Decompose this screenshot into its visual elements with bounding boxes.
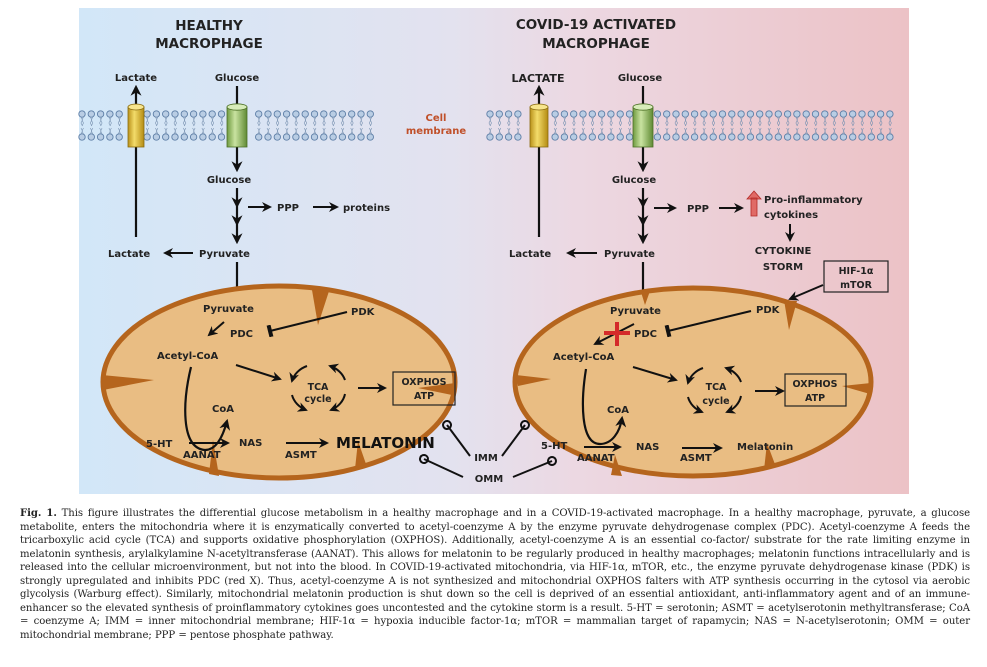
healthy-serotonin-label: 5-HT: [146, 439, 172, 450]
covid-cytokines-label: Pro-inflammatory: [764, 195, 863, 206]
caption-label: Fig. 1.: [20, 508, 57, 519]
covid-ppp-label: PPP: [687, 204, 709, 215]
healthy-mito-pathway: Pyruvate PDK PDC Acetyl-CoA TCA cycle OX…: [146, 304, 456, 461]
covid-glucose-channel-icon: [632, 103, 654, 148]
covid-tca-label: TCA: [706, 382, 727, 393]
up-arrow-icon: [746, 190, 762, 217]
healthy-melatonin-label: MELATONIN: [336, 434, 435, 452]
healthy-nas-label: NAS: [239, 438, 262, 449]
omm-label: OMM: [475, 474, 503, 485]
covid-serotonin-label: 5-HT: [541, 441, 567, 452]
covid-glucose-out-label: Glucose: [618, 73, 663, 84]
healthy-mito-pdk: PDK: [351, 307, 376, 318]
covid-melatonin-label: Melatonin: [737, 442, 793, 453]
covid-title: COVID-19 ACTIVATED: [516, 17, 676, 33]
covid-lactate-out-label: LACTATE: [512, 72, 565, 85]
covid-glucose-in-label: Glucose: [612, 175, 657, 186]
covid-coa-label: CoA: [607, 405, 629, 416]
covid-oxphos-box: [784, 373, 847, 407]
healthy-ppp-label: PPP: [277, 203, 299, 214]
covid-asmt-label: ASMT: [680, 453, 712, 464]
lactate-channel-icon: [127, 103, 145, 148]
covid-oxphos-label: OXPHOS: [793, 379, 838, 390]
covid-title-2: MACROPHAGE: [542, 36, 650, 52]
covid-macrophage-panel: COVID-19 ACTIVATED MACROPHAGE LACTATE Gl…: [509, 17, 889, 303]
covid-mito-pyruvate: Pyruvate: [610, 306, 661, 317]
glucose-channel-icon: [226, 103, 248, 148]
imm-label: IMM: [474, 453, 498, 464]
healthy-aanat-label: AANAT: [183, 450, 221, 461]
healthy-glucose-out-label: Glucose: [215, 73, 260, 84]
figure-diagram: HEALTHY MACROPHAGE Lactate Glucose Gluco…: [78, 8, 909, 494]
healthy-oxphos-label: OXPHOS: [402, 377, 447, 388]
covid-lactate-in-label: Lactate: [509, 249, 551, 260]
hif-label: HIF-1α: [839, 266, 874, 277]
covid-atp-label: ATP: [805, 393, 825, 404]
covid-mito-acetyl-coa: Acetyl-CoA: [553, 352, 615, 363]
healthy-tca-label: TCA: [308, 382, 329, 393]
covid-cytokines-label-2: cytokines: [764, 210, 818, 221]
covid-lactate-channel-icon: [529, 103, 549, 148]
healthy-mito-pdc: PDC: [230, 329, 253, 340]
mtor-label: mTOR: [840, 280, 872, 291]
covid-tca-cycle-icon: [685, 365, 742, 414]
figure-caption: Fig. 1. This figure illustrates the diff…: [20, 507, 970, 642]
healthy-asmt-label: ASMT: [285, 450, 317, 461]
covid-tca-cycle-label: cycle: [702, 396, 729, 407]
healthy-macrophage-panel: HEALTHY MACROPHAGE Lactate Glucose Gluco…: [108, 18, 390, 301]
healthy-coa-label: CoA: [212, 404, 234, 415]
healthy-lactate-in-label: Lactate: [108, 249, 150, 260]
healthy-tca-cycle-icon: [289, 363, 346, 412]
healthy-title: HEALTHY: [175, 18, 243, 34]
covid-nas-label: NAS: [636, 442, 659, 453]
healthy-lactate-out-label: Lactate: [115, 73, 157, 84]
healthy-tca-cycle-label: cycle: [304, 394, 331, 405]
inhibition-x-icon: [604, 322, 630, 346]
hif-mtor-box: [823, 260, 889, 293]
cell-membrane-label-2: membrane: [406, 126, 467, 137]
covid-mito-pathway: Pyruvate PDK PDC Acetyl-CoA TCA cycle OX…: [541, 305, 847, 464]
healthy-mito-pyruvate: Pyruvate: [203, 304, 254, 315]
healthy-title-2: MACROPHAGE: [155, 36, 263, 52]
covid-mito-pdk: PDK: [756, 305, 781, 316]
healthy-mitochondrion: [100, 283, 458, 481]
covid-cytokine-storm-label-2: STORM: [763, 262, 803, 273]
covid-cytokine-storm-label: CYTOKINE: [755, 246, 812, 257]
covid-mito-pdc: PDC: [634, 329, 657, 340]
healthy-pyruvate-label: Pyruvate: [199, 249, 250, 260]
healthy-oxphos-box: [392, 371, 456, 406]
covid-pyruvate-label: Pyruvate: [604, 249, 655, 260]
covid-aanat-label: AANAT: [577, 453, 615, 464]
membrane-pointers: [419, 420, 557, 478]
healthy-mito-acetyl-coa: Acetyl-CoA: [157, 351, 219, 362]
healthy-atp-label: ATP: [414, 391, 434, 402]
healthy-proteins-label: proteins: [343, 203, 390, 214]
healthy-glucose-in-label: Glucose: [207, 175, 252, 186]
cell-membrane-label: Cell: [426, 113, 447, 124]
caption-text: This figure illustrates the differential…: [20, 508, 971, 641]
